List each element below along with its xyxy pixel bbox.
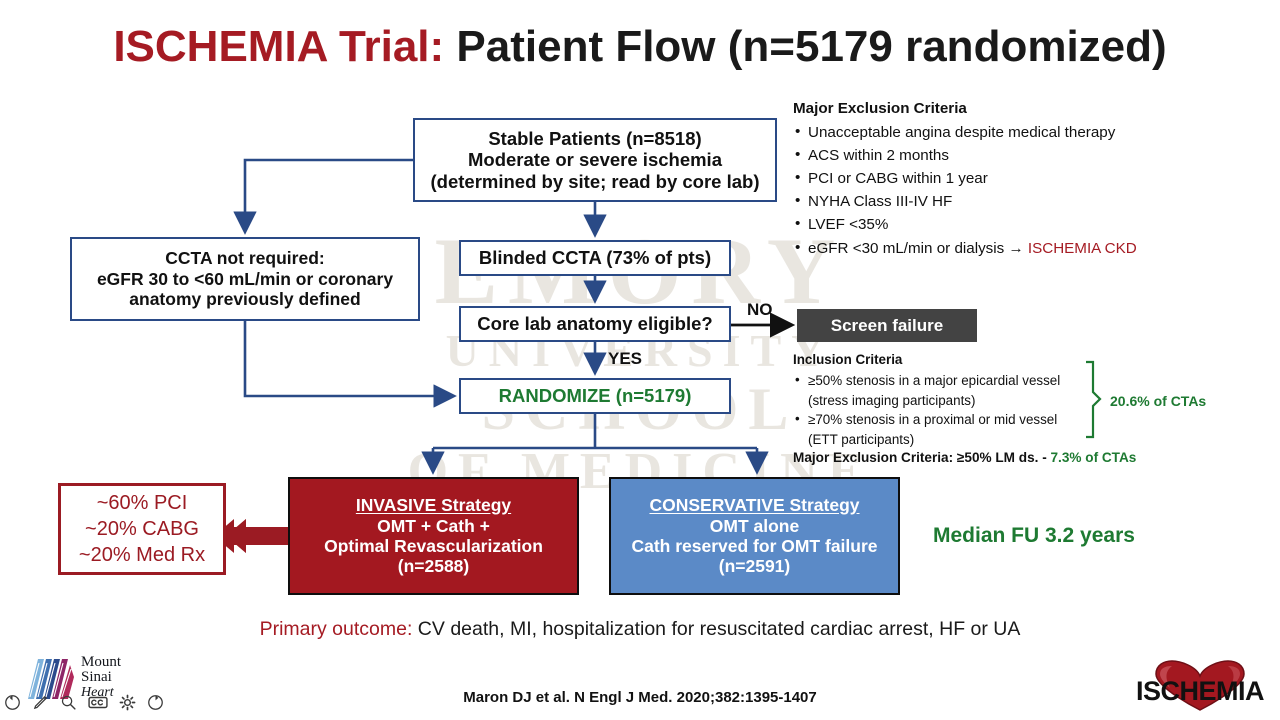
ccta-not-line-1: CCTA not required: (165, 248, 325, 269)
citation-line: Maron DJ et al. N Engl J Med. 2020;382:1… (463, 689, 817, 706)
inclusion-item-2: ≥70% stenosis in a proximal or mid vesse… (793, 409, 1093, 430)
inclusion-criteria-heading: Inclusion Criteria (793, 352, 903, 367)
exclusion-item: Unacceptable angina despite medical ther… (793, 120, 1223, 144)
exclusion-item: PCI or CABG within 1 year (793, 166, 1223, 190)
conservative-line-3: Cath reserved for OMT failure (631, 536, 878, 556)
ccta-not-line-2: eGFR 30 to <60 mL/min or coronary (96, 268, 394, 289)
stable-line-3: (determined by site; read by core lab) (430, 170, 760, 192)
major-exclusion-lm-percent: 7.3% of CTAs (1050, 450, 1137, 465)
gear-icon[interactable] (119, 694, 136, 711)
revasc-line-3: ~20% Med Rx (78, 544, 206, 566)
mount-sinai-wordmark: Mount Sinai Heart (81, 654, 122, 700)
ischemia-heart-icon (1155, 660, 1245, 711)
inclusion-criteria-block: Inclusion Criteria ≥50% stenosis in a ma… (793, 350, 1093, 450)
box-invasive-strategy[interactable]: INVASIVE Strategy OMT + Cath + Optimal R… (288, 477, 579, 595)
randomize-label: RANDOMIZE (n=5179) (498, 385, 692, 407)
major-exclusion-lm-prefix: Major Exclusion Criteria: ≥50% LM ds. - (793, 450, 1051, 465)
exclusion-item: LVEF <35% (793, 212, 1223, 236)
median-followup-label: Median FU 3.2 years (933, 524, 1135, 547)
brace-label-cta-percent: 20.6% of CTAs (1110, 393, 1207, 409)
exclusion-criteria-heading: Major Exclusion Criteria (793, 100, 967, 117)
exclusion-item: ACS within 2 months (793, 143, 1223, 167)
slide-title: ISCHEMIA Trial: Patient Flow (n=5179 ran… (0, 22, 1280, 72)
primary-outcome-line: Primary outcome: CV death, MI, hospitali… (0, 618, 1280, 641)
invasive-line-4: (n=2588) (397, 556, 470, 577)
revasc-line-1: ~60% PCI (96, 492, 188, 514)
title-black-part: Patient Flow (n=5179 randomized) (444, 22, 1167, 71)
box-screen-failure[interactable]: Screen failure (797, 309, 977, 342)
video-controls-bar[interactable] (4, 694, 164, 711)
invasive-line-2: OMT + Cath + (377, 515, 490, 536)
box-conservative-strategy[interactable]: CONSERVATIVE Strategy OMT alone Cath res… (609, 477, 900, 595)
revasc-arrow (214, 519, 288, 553)
ccta-not-line-3: anatomy previously defined (129, 289, 361, 310)
box-randomize[interactable]: RANDOMIZE (n=5179) (459, 378, 731, 414)
inclusion-item-1: ≥50% stenosis in a major epicardial vess… (793, 370, 1093, 391)
box-ccta-not-required[interactable]: CCTA not required: eGFR 30 to <60 mL/min… (70, 237, 420, 321)
blinded-ccta-label: Blinded CCTA (73% of pts) (478, 247, 712, 269)
primary-outcome-label: Primary outcome: (259, 618, 413, 640)
core-lab-label: Core lab anatomy eligible? (477, 313, 713, 335)
primary-outcome-text: CV death, MI, hospitalization for resusc… (412, 618, 1021, 640)
box-core-lab-eligible[interactable]: Core lab anatomy eligible? (459, 306, 731, 342)
conservative-line-4: (n=2591) (718, 556, 791, 577)
title-red-part: ISCHEMIA Trial: (113, 22, 445, 71)
inclusion-criteria-list: ≥50% stenosis in a major epicardial vess… (793, 370, 1093, 450)
conservative-line-2: OMT alone (709, 515, 800, 536)
inclusion-brace (1086, 360, 1102, 439)
mount-sinai-line-2: Sinai (81, 669, 112, 686)
stable-line-2: Moderate or severe ischemia (468, 149, 722, 171)
back-10-icon[interactable] (4, 694, 21, 711)
ischemia-wordmark: ISCHEMIA (1135, 676, 1265, 706)
screen-failure-label: Screen failure (830, 315, 944, 335)
pen-icon[interactable] (32, 694, 49, 711)
stable-line-1: Stable Patients (n=8518) (488, 127, 702, 149)
conservative-line-1: CONSERVATIVE Strategy (649, 495, 860, 516)
box-blinded-ccta[interactable]: Blinded CCTA (73% of pts) (459, 240, 731, 276)
forward-10-icon[interactable] (147, 694, 164, 711)
exclusion-item: NYHA Class III-IV HF (793, 189, 1223, 213)
exclusion-criteria-block: Major Exclusion Criteria Unacceptable an… (793, 97, 1223, 260)
closed-captions-icon[interactable] (88, 694, 108, 711)
invasive-line-3: Optimal Revascularization (324, 536, 543, 556)
invasive-line-1: INVASIVE Strategy (355, 495, 512, 516)
mount-sinai-heart-logo: Mount Sinai Heart (14, 654, 122, 700)
inclusion-item-1-sub: (stress imaging participants) (808, 392, 976, 408)
branch-label-no: NO (747, 300, 773, 319)
magnifier-icon[interactable] (60, 694, 77, 711)
exclusion-criteria-list: Unacceptable angina despite medical ther… (793, 120, 1223, 260)
branch-label-yes: YES (608, 349, 643, 368)
box-stable-patients[interactable]: Stable Patients (n=8518) Moderate or sev… (413, 118, 777, 202)
exclusion-ckd-prefix: eGFR <30 mL/min or dialysis → (808, 239, 1028, 257)
ischemia-logo: ISCHEMIA (1126, 658, 1274, 716)
mount-sinai-line-3: Heart (81, 684, 114, 700)
revasc-line-2: ~20% CABG (85, 518, 199, 540)
mount-sinai-mountain-icon (28, 659, 74, 699)
box-revascularization-breakdown[interactable]: ~60% PCI ~20% CABG ~20% Med Rx (58, 483, 226, 575)
exclusion-item-ckd: eGFR <30 mL/min or dialysis → ISCHEMIA C… (793, 236, 1223, 260)
major-exclusion-lm-line: Major Exclusion Criteria: ≥50% LM ds. - … (793, 450, 1213, 465)
ischemia-ckd-link: ISCHEMIA CKD (1027, 239, 1137, 257)
inclusion-item-2-sub: (ETT participants) (808, 432, 915, 448)
mount-sinai-line-1: Mount (81, 654, 122, 670)
